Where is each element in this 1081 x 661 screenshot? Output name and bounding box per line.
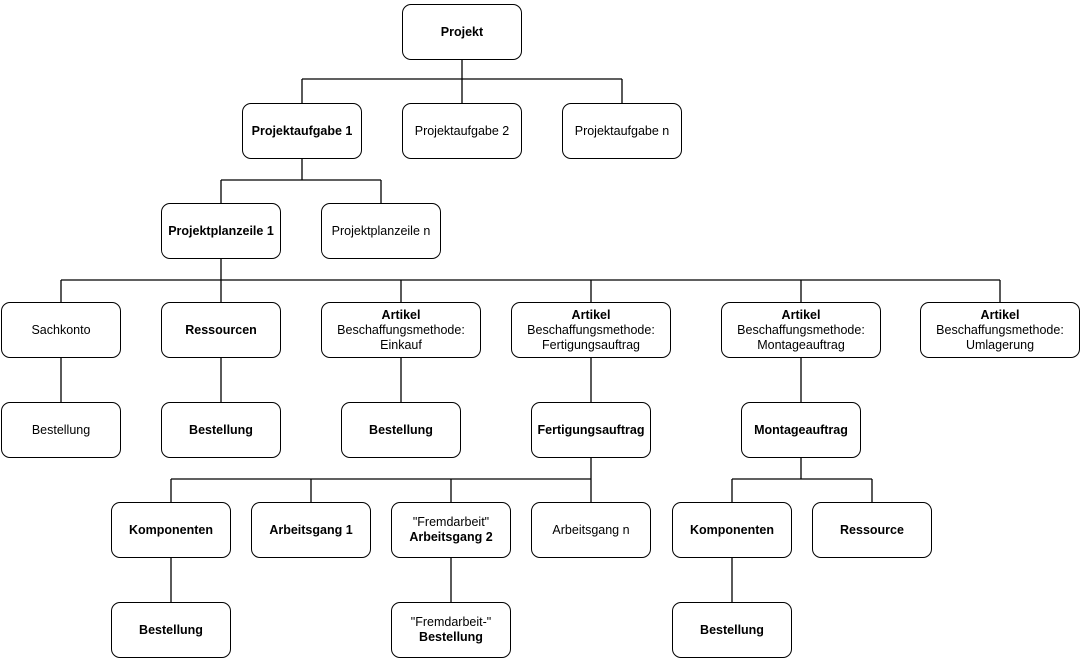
node-ressource[interactable]: Ressource — [812, 502, 932, 558]
node-projektaufgabe-1[interactable]: Projektaufgabe 1 — [242, 103, 362, 159]
node-fertigungsauftrag[interactable]: Fertigungsauftrag — [531, 402, 651, 458]
node-label: Ressourcen — [185, 322, 257, 337]
node-arbeitsgang-n[interactable]: Arbeitsgang n — [531, 502, 651, 558]
node-label: Bestellung — [31, 422, 91, 437]
node-label: Projektplanzeile 1 — [168, 223, 274, 238]
node-projektplanzeile-1[interactable]: Projektplanzeile 1 — [161, 203, 281, 259]
node-projektaufgabe-n[interactable]: Projektaufgabe n — [562, 103, 682, 159]
node-label: Beschaffungsmethode: — [936, 322, 1064, 337]
node-bestellung-komponenten-fertigung[interactable]: Bestellung — [111, 602, 231, 658]
node-fremdarbeit-bestellung[interactable]: "Fremdarbeit-"Bestellung — [391, 602, 511, 658]
node-label: Projektplanzeile n — [331, 223, 431, 238]
node-label: Sachkonto — [31, 322, 91, 337]
node-ressourcen[interactable]: Ressourcen — [161, 302, 281, 358]
node-label: Bestellung — [139, 622, 203, 637]
node-label: Artikel — [571, 307, 611, 322]
node-projektaufgabe-2[interactable]: Projektaufgabe 2 — [402, 103, 522, 159]
node-label: Projekt — [440, 24, 484, 39]
node-label: Arbeitsgang 1 — [269, 522, 353, 537]
node-label: Bestellung — [369, 422, 433, 437]
node-label: Artikel — [381, 307, 421, 322]
node-label: Bestellung — [419, 630, 483, 644]
node-label: Arbeitsgang 2 — [409, 530, 493, 544]
node-label: Projektaufgabe 1 — [251, 123, 353, 138]
node-bestellung-komponenten-montage[interactable]: Bestellung — [672, 602, 792, 658]
node-projekt[interactable]: Projekt — [402, 4, 522, 60]
node-label: Komponenten — [689, 522, 775, 537]
node-label: "Fremdarbeit-" — [410, 615, 492, 629]
node-label: Fertigungsauftrag — [537, 422, 645, 437]
node-label: Artikel — [781, 307, 821, 322]
node-label: Bestellung — [700, 622, 764, 637]
node-komponenten-fertigung[interactable]: Komponenten — [111, 502, 231, 558]
node-label: Beschaffungsmethode: — [527, 322, 655, 337]
node-label: "Fremdarbeit" — [412, 515, 490, 529]
node-bestellung-einkauf[interactable]: Bestellung — [341, 402, 461, 458]
node-bestellung-sachkonto[interactable]: Bestellung — [1, 402, 121, 458]
node-label: Komponenten — [128, 522, 214, 537]
node-bestellung-ressourcen[interactable]: Bestellung — [161, 402, 281, 458]
node-label: Projektaufgabe 2 — [414, 123, 510, 138]
node-label: Bestellung — [189, 422, 253, 437]
node-arbeitsgang-2[interactable]: "Fremdarbeit"Arbeitsgang 2 — [391, 502, 511, 558]
node-label: Artikel — [980, 307, 1020, 322]
node-label: Einkauf — [380, 337, 422, 352]
node-label: Arbeitsgang n — [552, 522, 630, 537]
node-sachkonto[interactable]: Sachkonto — [1, 302, 121, 358]
node-label: Projektaufgabe n — [574, 123, 670, 138]
node-label: Umlagerung — [965, 337, 1035, 352]
node-komponenten-montage[interactable]: Komponenten — [672, 502, 792, 558]
node-label: Ressource — [840, 522, 904, 537]
node-arbeitsgang-1[interactable]: Arbeitsgang 1 — [251, 502, 371, 558]
node-montageauftrag[interactable]: Montageauftrag — [741, 402, 861, 458]
node-label: Fertigungsauftrag — [542, 337, 640, 352]
node-label: Beschaffungsmethode: — [737, 322, 865, 337]
node-label: Montageauftrag — [754, 422, 848, 437]
node-projektplanzeile-n[interactable]: Projektplanzeile n — [321, 203, 441, 259]
node-label: Montageauftrag — [757, 337, 845, 352]
node-label: Beschaffungsmethode: — [337, 322, 465, 337]
